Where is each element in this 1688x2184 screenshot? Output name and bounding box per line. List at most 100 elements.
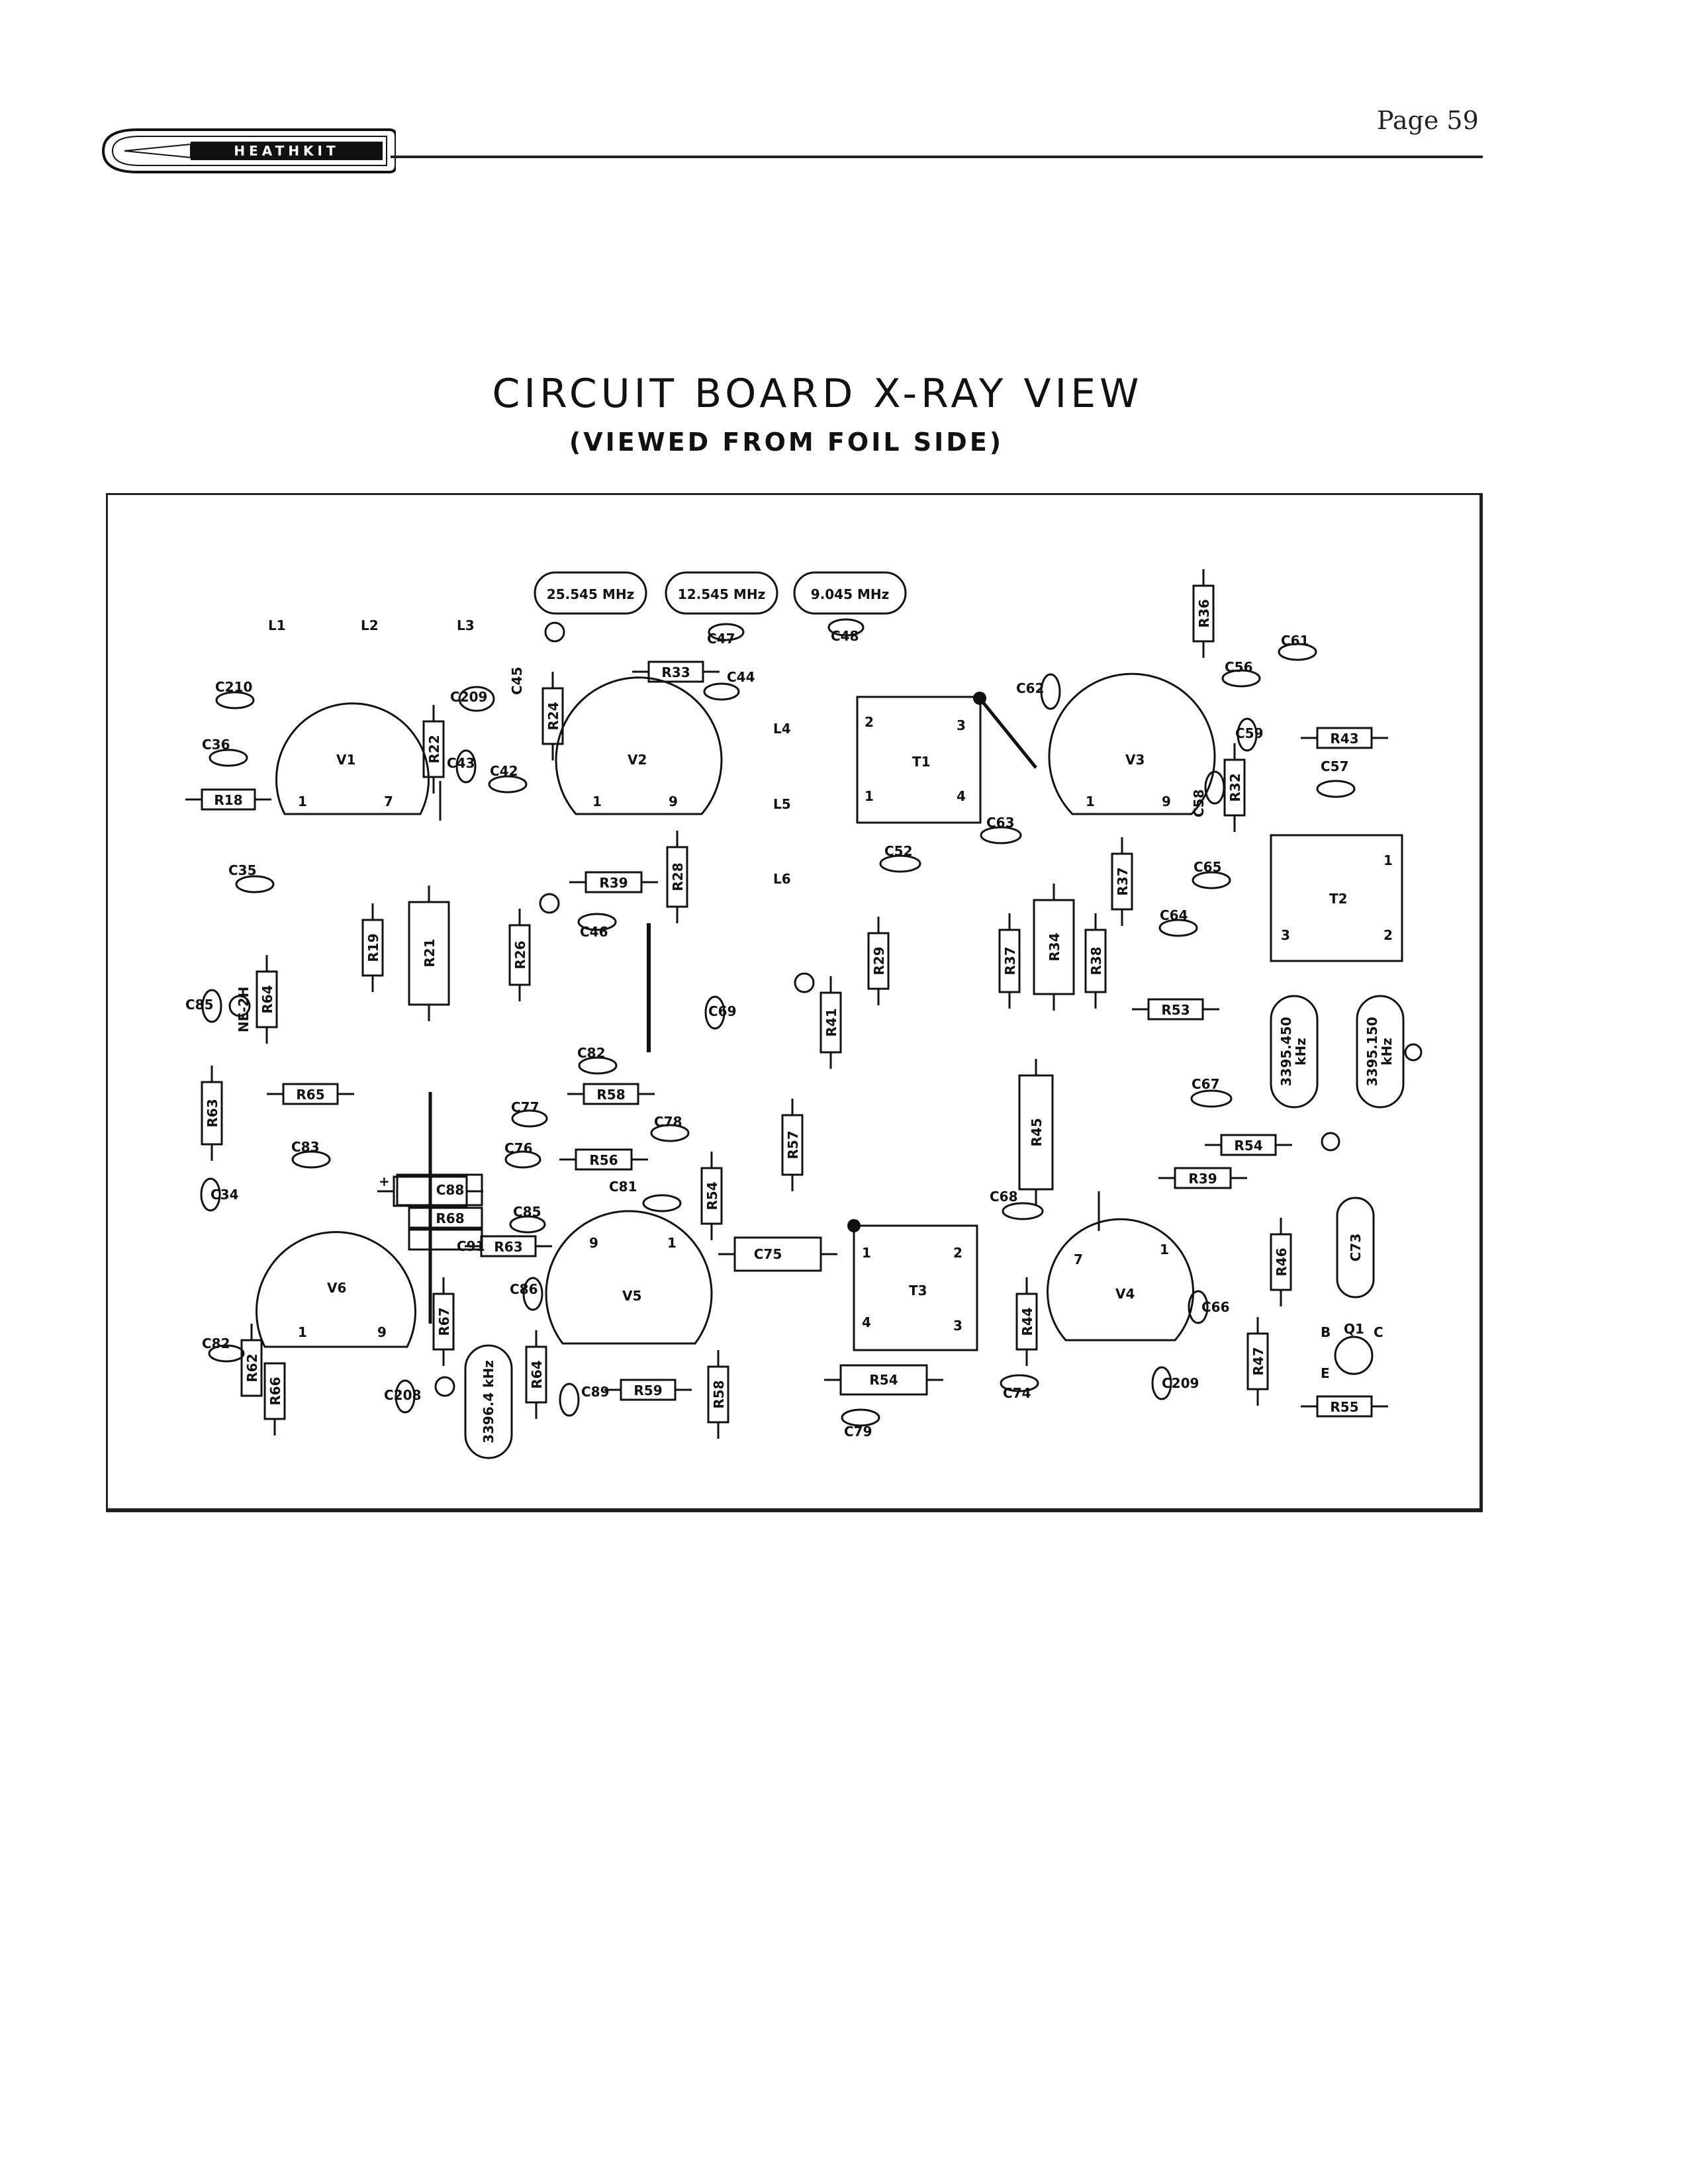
- svg-text:C47: C47: [707, 631, 735, 647]
- svg-text:R62: R62: [244, 1353, 260, 1382]
- svg-text:R33: R33: [661, 664, 690, 680]
- svg-text:R18: R18: [214, 792, 242, 808]
- svg-text:R68: R68: [436, 1210, 464, 1226]
- svg-text:R56: R56: [589, 1152, 618, 1168]
- svg-text:R38: R38: [1088, 946, 1104, 975]
- svg-text:R39: R39: [1188, 1171, 1217, 1187]
- svg-text:R59: R59: [633, 1383, 662, 1398]
- svg-text:R46: R46: [1274, 1248, 1289, 1276]
- svg-text:R22: R22: [426, 735, 442, 763]
- tube-pin: 9: [1162, 794, 1171, 809]
- svg-text:R57: R57: [785, 1130, 801, 1159]
- tube-label-v4: V4: [1115, 1286, 1135, 1302]
- svg-text:R53: R53: [1161, 1002, 1190, 1018]
- svg-text:C42: C42: [490, 763, 518, 779]
- crystal-label-25545: 25.545 MHz: [547, 586, 634, 602]
- svg-text:C63: C63: [986, 815, 1015, 831]
- crystal-label-3395450-a: 3395.450: [1278, 1017, 1294, 1086]
- svg-text:C209: C209: [1162, 1375, 1199, 1391]
- svg-text:C88: C88: [436, 1182, 465, 1198]
- svg-text:C77: C77: [511, 1099, 539, 1115]
- svg-text:C: C: [1374, 1324, 1383, 1340]
- svg-text:3: 3: [953, 1318, 962, 1334]
- svg-text:C46: C46: [580, 924, 608, 940]
- svg-text:2: 2: [1383, 927, 1393, 943]
- tube-label-v5: V5: [622, 1288, 641, 1304]
- svg-text:C45: C45: [509, 666, 525, 695]
- crystal-label-3395150-a: 3395.150: [1364, 1017, 1380, 1086]
- svg-text:C85: C85: [513, 1204, 541, 1220]
- svg-text:C36: C36: [202, 737, 230, 752]
- svg-text:C89: C89: [581, 1384, 610, 1400]
- svg-text:E: E: [1321, 1365, 1330, 1381]
- svg-text:1: 1: [862, 1245, 871, 1261]
- coil-label-l2: L2: [361, 617, 379, 633]
- tube-pin: 9: [377, 1324, 387, 1340]
- page-subtitle: (VIEWED FROM FOIL SIDE): [569, 428, 1004, 457]
- svg-text:C210: C210: [215, 679, 252, 695]
- svg-text:R67: R67: [436, 1307, 452, 1336]
- transformer-label-t1: T1: [912, 754, 931, 770]
- svg-text:C58: C58: [1191, 789, 1207, 817]
- svg-text:C83: C83: [291, 1139, 320, 1155]
- transistor-label-q1: Q1: [1344, 1321, 1364, 1337]
- heathkit-logo: HEATHKIT: [101, 128, 396, 173]
- page-number: Page 59: [1377, 106, 1479, 135]
- svg-text:R37: R37: [1115, 867, 1131, 895]
- svg-text:C75: C75: [754, 1246, 782, 1262]
- svg-text:R43: R43: [1330, 731, 1358, 747]
- tube-pin: 1: [298, 794, 307, 809]
- svg-text:C48: C48: [831, 628, 859, 644]
- polarity-mark: +: [379, 1173, 390, 1189]
- tube-label-v2: V2: [628, 752, 647, 768]
- svg-text:C208: C208: [384, 1387, 421, 1403]
- svg-text:R19: R19: [365, 933, 381, 962]
- crystal-label-3396: 3396.4 kHz: [481, 1360, 496, 1443]
- page-title: CIRCUIT BOARD X-RAY VIEW: [492, 371, 1143, 417]
- svg-text:R58: R58: [711, 1380, 727, 1408]
- svg-text:C91: C91: [457, 1238, 485, 1254]
- svg-text:R34: R34: [1047, 933, 1062, 961]
- svg-text:C69: C69: [708, 1003, 737, 1019]
- svg-text:R64: R64: [259, 985, 275, 1013]
- svg-text:R39: R39: [599, 875, 628, 891]
- svg-text:C35: C35: [228, 862, 257, 878]
- svg-text:R54: R54: [1234, 1138, 1262, 1154]
- svg-text:B: B: [1321, 1324, 1331, 1340]
- svg-text:R63: R63: [205, 1099, 220, 1127]
- coil-label-l4: L4: [773, 721, 791, 737]
- svg-text:C44: C44: [727, 669, 755, 685]
- circuit-board-frame: [106, 493, 1483, 1512]
- header-rule: [391, 156, 1483, 158]
- svg-text:3: 3: [1281, 927, 1290, 943]
- crystal-label-12545: 12.545 MHz: [678, 586, 765, 602]
- svg-text:C86: C86: [510, 1281, 538, 1297]
- svg-text:C68: C68: [990, 1189, 1018, 1205]
- svg-text:C52: C52: [884, 843, 913, 859]
- tube-pin: 9: [669, 794, 678, 809]
- svg-text:C67: C67: [1192, 1076, 1220, 1092]
- coil-label-l3: L3: [457, 617, 475, 633]
- svg-text:C56: C56: [1225, 659, 1253, 675]
- tube-pin: 1: [1160, 1242, 1169, 1257]
- svg-text:C65: C65: [1194, 859, 1222, 875]
- svg-text:C62: C62: [1016, 680, 1045, 696]
- tube-pin: 7: [384, 794, 393, 809]
- svg-text:C82: C82: [202, 1336, 230, 1351]
- svg-text:R41: R41: [823, 1008, 839, 1036]
- svg-text:C82: C82: [577, 1045, 606, 1061]
- svg-text:C74: C74: [1003, 1385, 1031, 1401]
- svg-text:R66: R66: [267, 1377, 283, 1405]
- svg-text:R55: R55: [1330, 1399, 1358, 1415]
- svg-text:C43: C43: [447, 755, 475, 771]
- tube-pin: 1: [1086, 794, 1095, 809]
- svg-text:C61: C61: [1281, 633, 1309, 649]
- svg-text:C64: C64: [1160, 907, 1188, 923]
- coil-label-l1: L1: [268, 617, 286, 633]
- tube-label-v1: V1: [336, 752, 355, 768]
- svg-text:C66: C66: [1201, 1299, 1230, 1315]
- svg-text:1: 1: [865, 788, 874, 804]
- svg-text:2: 2: [865, 714, 874, 730]
- svg-text:1: 1: [1383, 852, 1393, 868]
- svg-text:C76: C76: [504, 1140, 533, 1156]
